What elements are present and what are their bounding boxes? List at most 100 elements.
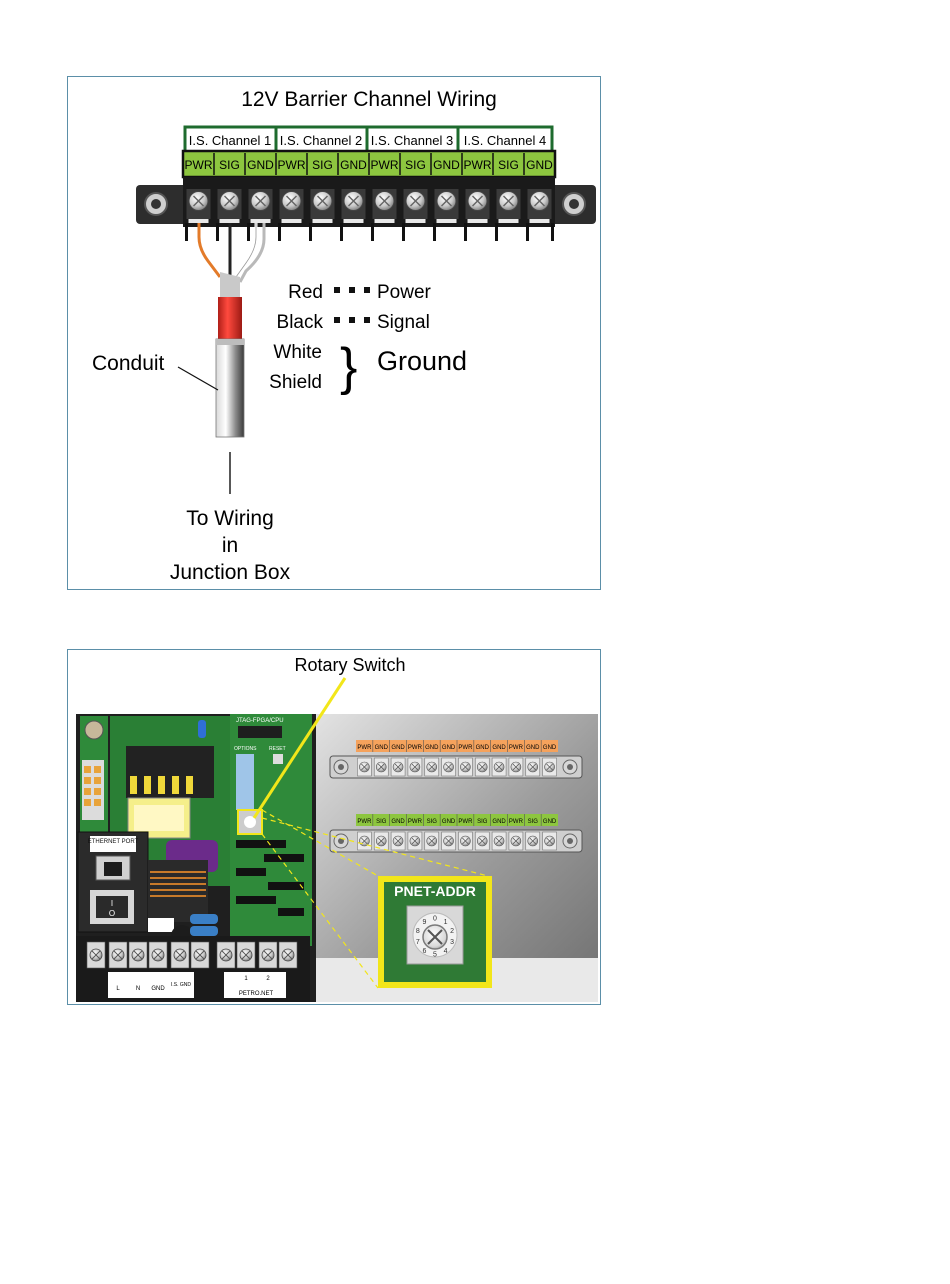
terminal-pins [185, 223, 554, 241]
terminal-label: GND [492, 745, 506, 751]
label-l: L [116, 986, 120, 992]
terminal-label: GND [433, 158, 460, 172]
conduit-label: Conduit [92, 352, 165, 375]
options-label: OPTIONS [234, 746, 257, 752]
label-petronet: PETRO.NET [239, 991, 274, 997]
terminal-label: GND [442, 819, 456, 825]
rotary-switch-callout-line [252, 677, 347, 819]
dial-digit: 9 [422, 919, 426, 926]
terminal-label: SIG [528, 819, 539, 825]
terminal-label: SIG [427, 819, 438, 825]
terminal-label: PWR [509, 745, 524, 751]
figure-title: 12V Barrier Channel Wiring [241, 88, 497, 111]
terminal-label: GND [543, 745, 557, 751]
dial-digit: 8 [416, 928, 420, 935]
terminal-pin [402, 223, 405, 241]
terminal-screw [186, 189, 211, 223]
terminal-label: GND [476, 745, 490, 751]
channel-header-4 [456, 125, 554, 154]
cable-wires [197, 223, 266, 299]
pnet-addr-label: PNET-ADDR [394, 883, 476, 899]
terminal-label: SIG [405, 158, 426, 172]
terminal-screw [525, 831, 541, 851]
terminal-pin [433, 223, 436, 241]
terminal-label: SIG [477, 819, 488, 825]
terminal-label: PWR [458, 819, 473, 825]
terminal-screw [407, 757, 423, 777]
channel-headers: I.S. Channel 1 I.S. Channel 2 I.S. Chann… [183, 125, 554, 154]
label-petronet-2: 2 [266, 976, 270, 982]
terminal-pin [247, 223, 250, 241]
terminal-label: PWR [357, 819, 372, 825]
dial-digit: 5 [433, 952, 437, 959]
channel-label-2: I.S. Channel 2 [280, 133, 362, 148]
mount-screw-right [562, 192, 586, 216]
terminal-block-body [183, 177, 555, 227]
terminal-label: PWR [371, 158, 399, 172]
terminal-pin [371, 223, 374, 241]
terminal-label: GND [340, 158, 367, 172]
legend-white: White [273, 342, 322, 363]
barrier-wiring-diagram: 12V Barrier Channel Wiring I.S. Channel … [92, 88, 596, 584]
terminal-pin [309, 223, 312, 241]
terminal-pin [526, 223, 529, 241]
terminal-label: PWR [357, 745, 372, 751]
terminal-screw [279, 189, 304, 223]
dial-digit: 1 [444, 919, 448, 926]
terminal-label: SIG [312, 158, 333, 172]
terminal-pin [495, 223, 498, 241]
dial-digit: 4 [444, 948, 448, 955]
channel-label-3: I.S. Channel 3 [371, 133, 453, 148]
terminal-screw [403, 189, 428, 223]
terminal-label: GND [543, 819, 557, 825]
legend-dots-power [334, 287, 370, 293]
terminal-screw [434, 189, 459, 223]
red-cable-jacket [218, 297, 242, 342]
terminal-label: GND [247, 158, 274, 172]
legend-ground: Ground [377, 346, 467, 376]
terminal-screw [148, 941, 168, 969]
label-is-gnd: I.S. GND [171, 982, 191, 988]
legend-black: Black [277, 312, 324, 333]
mount-screw [333, 759, 349, 775]
terminal-screw [542, 757, 557, 777]
to-wiring-line-1: To Wiring [186, 507, 274, 530]
barrier-wiring-figure: 12V Barrier Channel Wiring I.S. Channel … [67, 76, 601, 590]
controller-board-figure: Rotary Switch ETHERNET PORT [67, 649, 601, 1005]
terminal-screw [373, 831, 389, 851]
label-gnd: GND [151, 986, 165, 992]
terminal-screw [527, 189, 552, 223]
legend-brace: } [340, 338, 357, 396]
terminal-screw [373, 757, 389, 777]
legend-shield: Shield [269, 372, 322, 393]
terminal-label: GND [442, 745, 456, 751]
dial-digit: 0 [433, 916, 437, 923]
terminal-label: GND [492, 819, 506, 825]
terminal-label: GND [526, 158, 553, 172]
dial-digit: 3 [450, 939, 454, 946]
ethernet-label: ETHERNET PORT [88, 839, 139, 845]
terminal-label: GND [526, 745, 540, 751]
terminal-pin [278, 223, 281, 241]
terminal-screw [278, 941, 298, 969]
terminal-screw [258, 941, 278, 969]
power-terminal-screws [86, 941, 298, 969]
terminal-label: GND [375, 745, 389, 751]
terminal-label: SIG [219, 158, 240, 172]
svg-text:I: I [111, 899, 113, 908]
terminal-label: SIG [376, 819, 387, 825]
terminal-screw [424, 757, 440, 777]
terminal-pin [464, 223, 467, 241]
dial-digit: 6 [422, 948, 426, 955]
to-wiring-line-2: in [222, 534, 238, 557]
terminal-screw [236, 941, 256, 969]
dial-digit: 2 [450, 928, 454, 935]
terminal-label: GND [425, 745, 439, 751]
terminal-screw [341, 189, 366, 223]
svg-text:O: O [109, 909, 115, 918]
ethernet-port [95, 855, 131, 881]
legend-signal: Signal [377, 312, 430, 333]
terminal-screw [390, 831, 406, 851]
